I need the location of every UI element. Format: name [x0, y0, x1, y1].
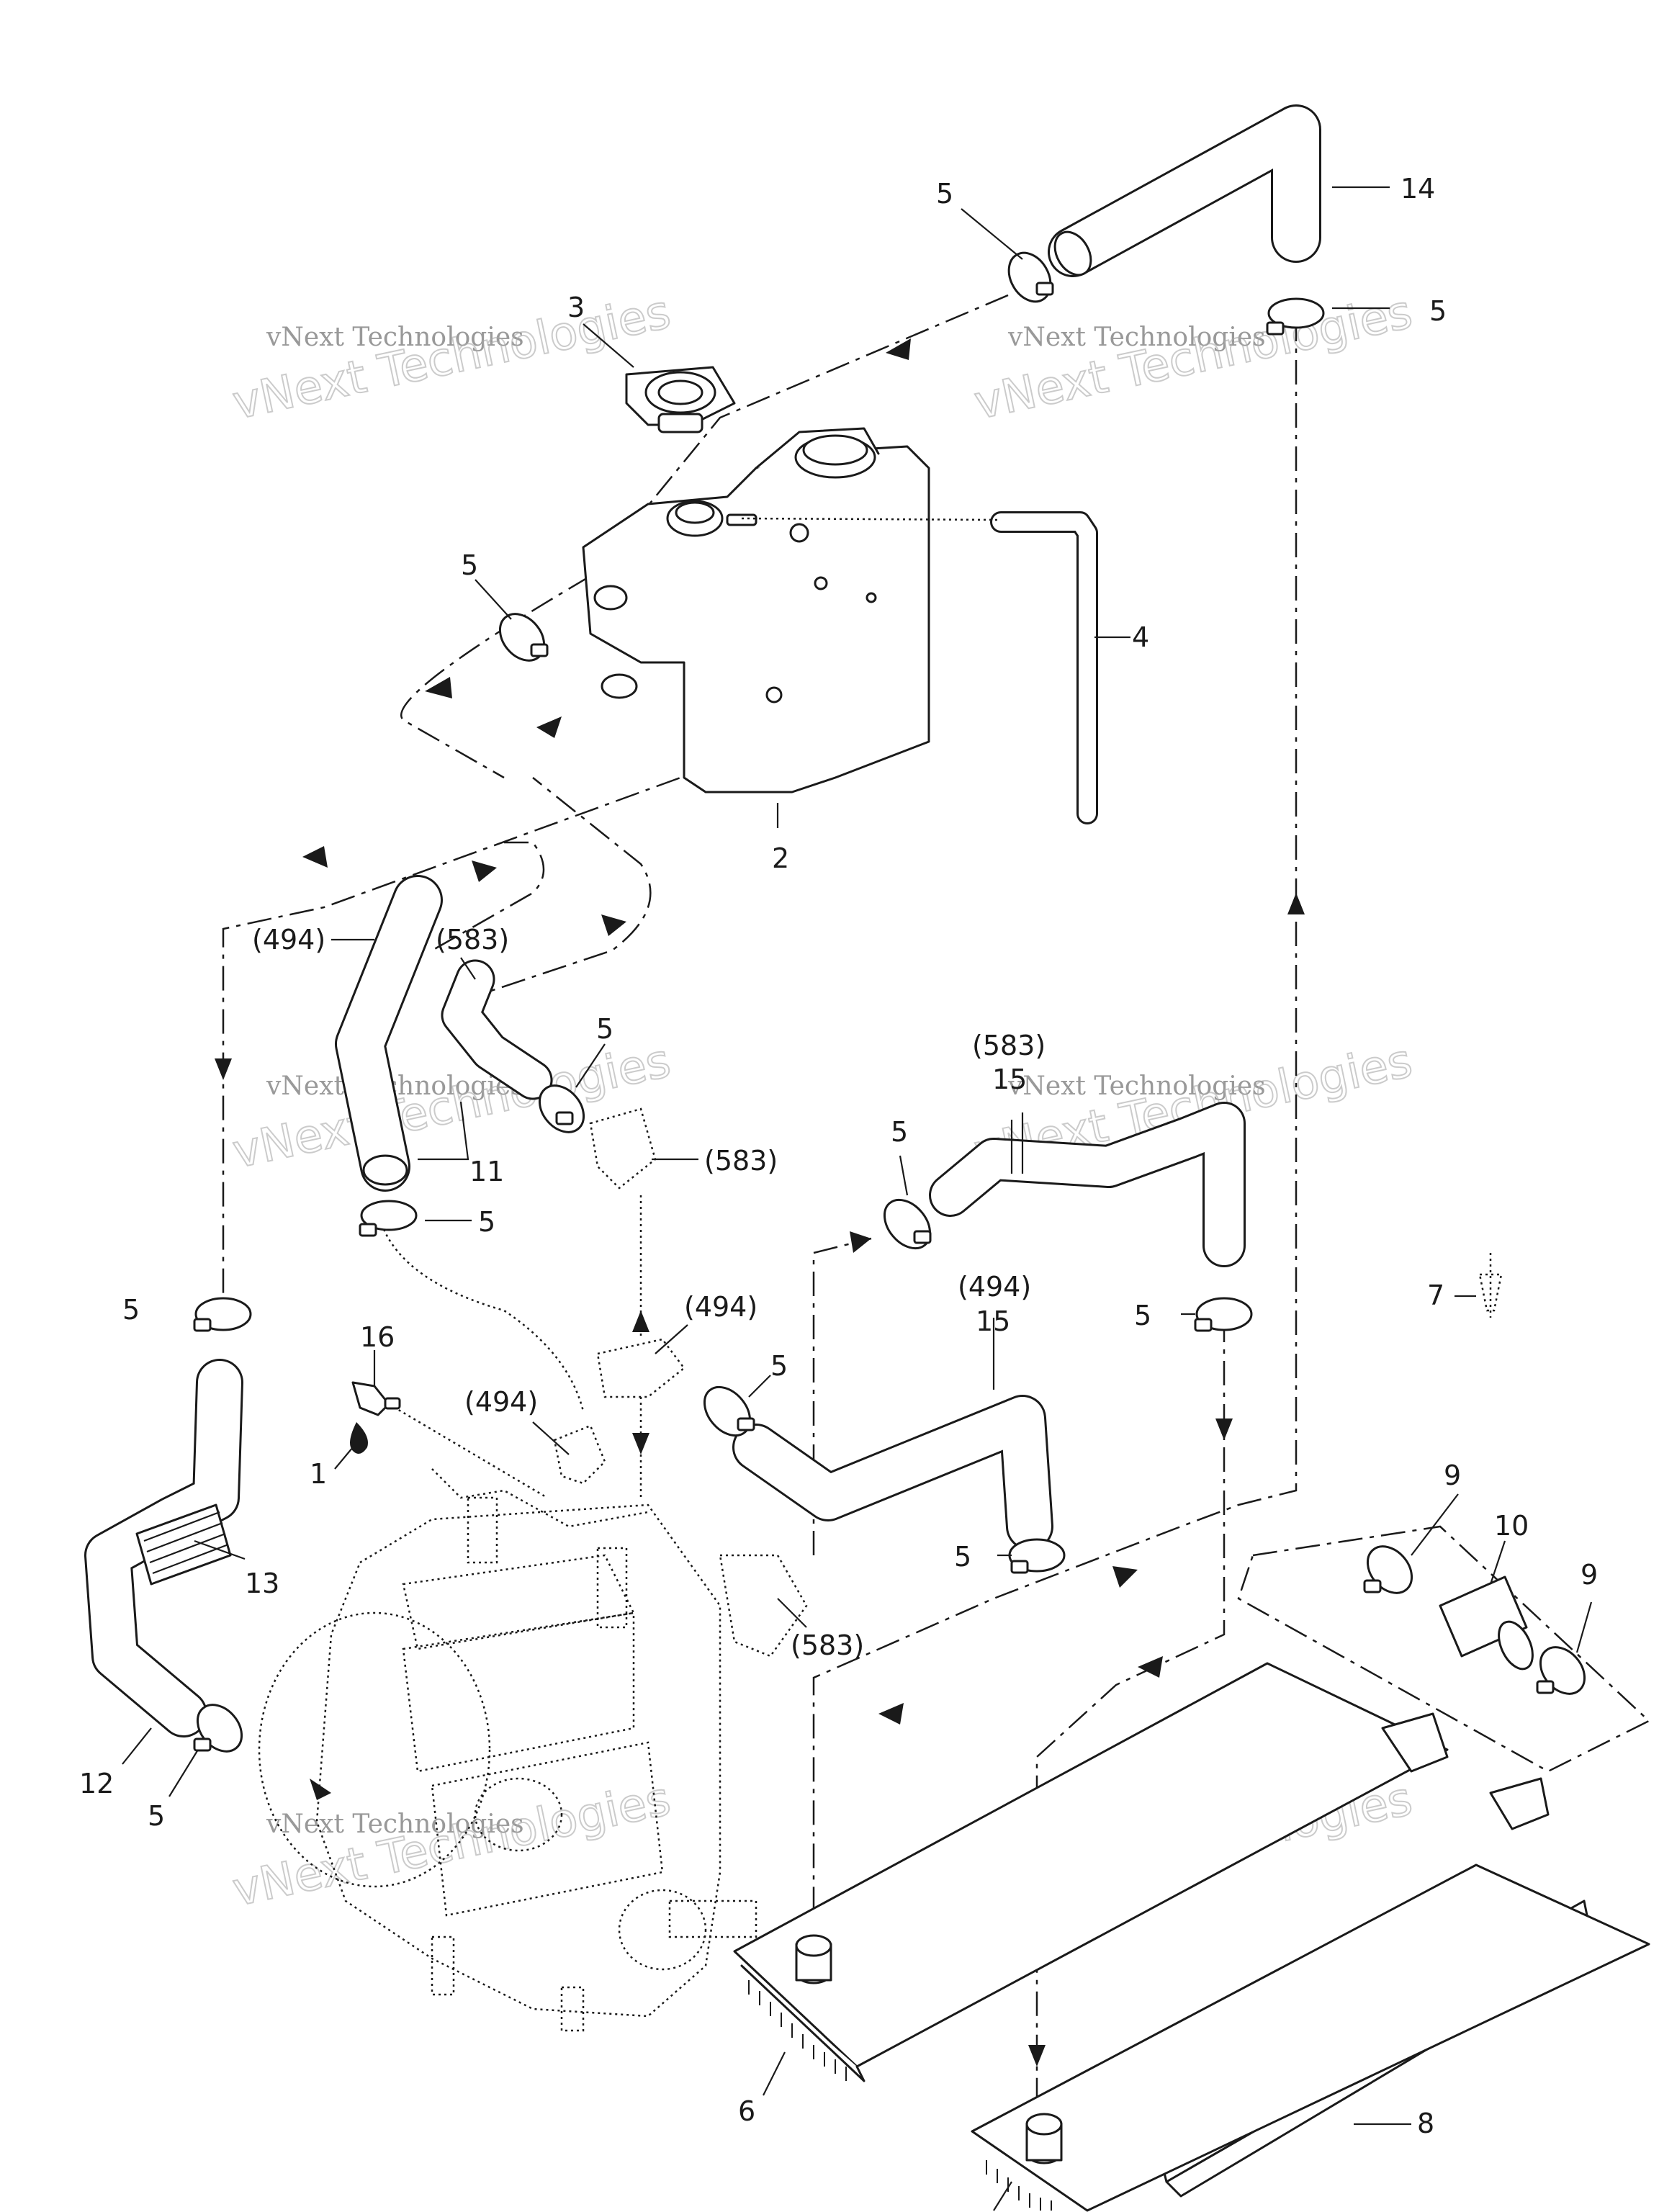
callout-6: 6: [738, 2095, 755, 2127]
thermostat-housing-583-upper: [589, 1107, 657, 1190]
engine-block: [258, 1468, 757, 2032]
callout-8: 8: [1417, 2108, 1434, 2139]
housing-583-lower: [719, 1554, 808, 1658]
svg-text:vNext Technologies: vNext Technologies: [228, 286, 675, 431]
callout-4: 4: [1132, 621, 1149, 653]
callout-5: 5: [954, 1541, 971, 1573]
callout-5: 5: [1429, 295, 1447, 327]
callout-11: 11: [469, 1156, 504, 1187]
fins-lower: [986, 2160, 1052, 2211]
hose-10: [1439, 1575, 1534, 1671]
push-rivet-7: [1478, 1253, 1503, 1318]
callout-5: 5: [122, 1294, 140, 1326]
hose-15-upper: [929, 1102, 1246, 1267]
callout-15: 15: [992, 1064, 1027, 1095]
callout-7: 7: [1427, 1280, 1444, 1311]
svg-text:vNext Technologies: vNext Technologies: [266, 1809, 524, 1839]
callout-9: 9: [1581, 1559, 1598, 1591]
hose-15-lower: [732, 1395, 1053, 1550]
expansion-tank-2: [582, 427, 930, 793]
svg-text:vNext Technologies: vNext Technologies: [266, 323, 524, 352]
callout-15: 15: [976, 1305, 1010, 1337]
ref-583: (583): [972, 1030, 1046, 1061]
watermark-mid-left: vNext Technologies vNext Technologies: [228, 1034, 675, 1180]
clamp-9-a: [1363, 1545, 1413, 1594]
hose-14: [1048, 104, 1321, 277]
callout-5: 5: [148, 1800, 165, 1832]
ref-583: (583): [436, 924, 509, 956]
callout-5: 5: [770, 1350, 788, 1382]
hose-583-upper: [441, 959, 553, 1100]
overflow-hose-4: [741, 511, 1098, 824]
fins-6: [748, 1980, 847, 2081]
clamp-5-g: [883, 1198, 932, 1250]
callout-5: 5: [461, 549, 478, 581]
callout-13: 13: [245, 1568, 279, 1599]
callout-5: 5: [596, 1013, 613, 1045]
clamp-9-b: [1536, 1646, 1586, 1695]
clamp-5-d: [538, 1084, 585, 1133]
callout-9: 9: [1444, 1460, 1461, 1491]
watermark-top-left: vNext Technologies vNext Technologies: [228, 285, 675, 431]
heat-exchanger-lower: [971, 1777, 1650, 2212]
dotted-connectors: [380, 1195, 642, 1499]
ref-494: (494): [464, 1386, 538, 1418]
ref-494: (494): [684, 1291, 757, 1323]
clamp-5-j: [1008, 1538, 1066, 1574]
clamp-5-c: [498, 613, 549, 662]
ref-583: (583): [704, 1145, 778, 1177]
ref-583: (583): [791, 1629, 864, 1661]
sealant-drop-1: [350, 1422, 368, 1454]
callout-12: 12: [79, 1768, 114, 1799]
callout-1: 1: [310, 1458, 327, 1490]
pressure-cap-3: [625, 366, 736, 433]
thermostat-housing-494-lower: [553, 1424, 606, 1485]
callout-5: 5: [1134, 1300, 1151, 1331]
heat-exchanger-6: [733, 1662, 1449, 2082]
callout-2: 2: [772, 842, 789, 874]
ref-494: (494): [958, 1271, 1031, 1303]
clamp-5-h: [1194, 1297, 1253, 1332]
svg-text:vNext Technologies: vNext Technologies: [228, 1035, 675, 1179]
temperature-sensor-16: [351, 1381, 401, 1416]
svg-text:vNext Technologies: vNext Technologies: [228, 1773, 675, 1917]
callout-3: 3: [567, 292, 585, 323]
svg-text:vNext Technologies: vNext Technologies: [1007, 1071, 1266, 1101]
callout-5: 5: [891, 1116, 908, 1148]
clamp-5-f: [193, 1297, 252, 1332]
clamp-5-i: [703, 1385, 755, 1437]
ref-494: (494): [252, 924, 325, 956]
callout-14: 14: [1401, 173, 1435, 204]
clamp-5-e: [359, 1200, 418, 1237]
callout-5: 5: [936, 178, 953, 210]
clamp-5-b: [1266, 297, 1325, 336]
leader-lines: [122, 186, 1593, 2211]
callout-16: 16: [360, 1321, 395, 1353]
hose-494-upper: [335, 875, 443, 1192]
svg-text:vNext Technologies: vNext Technologies: [1007, 323, 1266, 352]
flow-arrows: [215, 338, 1305, 2067]
callout-labels: 5 14 5 3 5 4 2 (494) (583) 5 11 5 (583) …: [79, 173, 1598, 2139]
watermark-top-right: vNext Technologies vNext Technologies: [969, 285, 1417, 431]
callout-10: 10: [1494, 1510, 1529, 1542]
svg-text:vNext Technologies: vNext Technologies: [970, 286, 1416, 431]
callout-5: 5: [478, 1206, 495, 1238]
clamp-5-k: [193, 1704, 243, 1753]
watermark-bottom-left: vNext Technologies vNext Technologies: [228, 1772, 675, 1918]
thermostat-housing-494-upper: [596, 1338, 685, 1398]
